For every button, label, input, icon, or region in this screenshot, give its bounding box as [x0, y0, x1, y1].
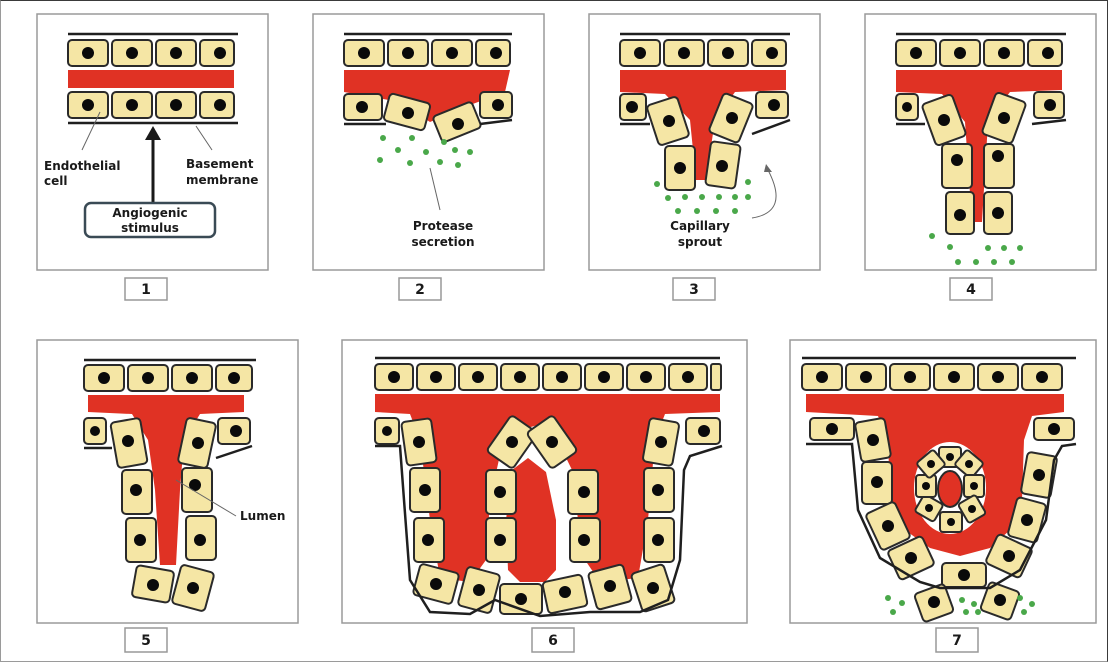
figure-border	[0, 0, 1108, 662]
angiogenesis-diagram: Endothelial cell Basement membrane Angio…	[0, 0, 1110, 664]
